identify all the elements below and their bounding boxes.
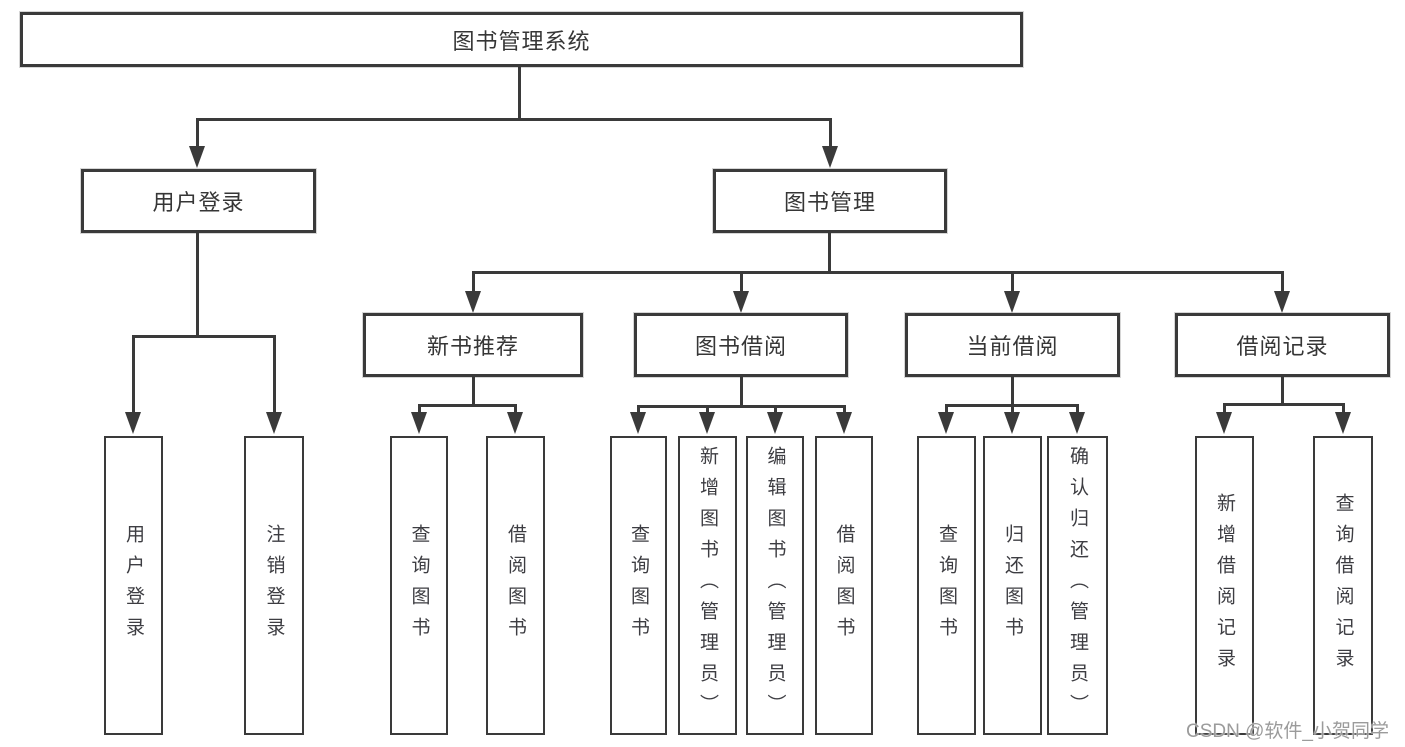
connector-stem-borrow-records bbox=[1281, 271, 1284, 293]
leaf-label: 确认归还（管理员） bbox=[1067, 446, 1088, 725]
leaf-logout: 注销登录 bbox=[244, 436, 304, 735]
arrow-down-icon bbox=[266, 412, 282, 434]
arrow-down-icon bbox=[1069, 412, 1085, 434]
connector-stem bbox=[1223, 403, 1226, 414]
connector-current-borrow-trunk bbox=[1011, 377, 1014, 404]
connector-stem bbox=[1342, 403, 1345, 414]
node-book-management: 图书管理 bbox=[713, 169, 947, 233]
connector-stem bbox=[514, 404, 517, 414]
arrow-down-icon bbox=[125, 412, 141, 434]
connector-stem-leaf-user-login bbox=[132, 335, 135, 414]
connector-stem bbox=[1076, 404, 1079, 414]
node-borrowing-records: 借阅记录 bbox=[1175, 313, 1390, 377]
connector-user-login-span bbox=[133, 335, 275, 338]
arrow-down-icon bbox=[1004, 291, 1020, 313]
leaf-label: 注销登录 bbox=[263, 523, 285, 648]
arrow-down-icon bbox=[189, 146, 205, 168]
leaf-label: 编辑图书（管理员） bbox=[764, 446, 786, 725]
leaf-confirm-return-admin: 确认归还（管理员） bbox=[1047, 436, 1108, 735]
connector-root-trunk bbox=[518, 67, 521, 118]
leaf-label: 查询借阅记录 bbox=[1332, 492, 1354, 679]
arrow-down-icon bbox=[1216, 412, 1232, 434]
connector-stem-new-book bbox=[472, 271, 475, 293]
connector-stem-book-management bbox=[829, 118, 832, 148]
leaf-label: 查询图书 bbox=[408, 523, 430, 648]
arrow-down-icon bbox=[699, 412, 715, 434]
connector-book-management-span bbox=[473, 271, 1283, 274]
node-new-book-recommendation: 新书推荐 bbox=[363, 313, 583, 377]
node-current-borrowing: 当前借阅 bbox=[905, 313, 1120, 377]
leaf-label: 归还图书 bbox=[1002, 523, 1023, 648]
leaf-user-login: 用户登录 bbox=[104, 436, 163, 735]
connector-stem bbox=[1011, 404, 1014, 414]
connector-stem bbox=[418, 404, 421, 414]
arrow-down-icon bbox=[733, 291, 749, 313]
arrow-down-icon bbox=[836, 412, 852, 434]
connector-stem bbox=[706, 405, 709, 414]
connector-new-book-span bbox=[419, 404, 516, 407]
csdn-watermark: CSDN @软件_小贺同学 bbox=[1186, 721, 1389, 742]
leaf-add-borrow-record: 新增借阅记录 bbox=[1195, 436, 1254, 735]
leaf-label: 查询图书 bbox=[628, 523, 649, 648]
leaf-label: 用户登录 bbox=[123, 523, 144, 648]
connector-book-borrow-trunk bbox=[740, 377, 743, 405]
connector-stem-leaf-logout bbox=[273, 335, 276, 414]
leaf-add-books-admin: 新增图书（管理员） bbox=[678, 436, 737, 735]
leaf-label: 查询图书 bbox=[936, 523, 957, 648]
connector-stem bbox=[774, 405, 777, 414]
arrow-down-icon bbox=[822, 146, 838, 168]
leaf-label: 借阅图书 bbox=[505, 523, 526, 648]
connector-new-book-trunk bbox=[472, 377, 475, 404]
leaf-query-books-borrow: 查询图书 bbox=[610, 436, 667, 735]
leaf-borrow-books: 借阅图书 bbox=[815, 436, 873, 735]
arrow-down-icon bbox=[465, 291, 481, 313]
leaf-return-books: 归还图书 bbox=[983, 436, 1042, 735]
leaf-label: 借阅图书 bbox=[833, 523, 855, 648]
connector-book-management-trunk bbox=[828, 233, 831, 271]
connector-root-span bbox=[197, 118, 831, 121]
connector-borrow-records-trunk bbox=[1281, 377, 1284, 403]
connector-stem bbox=[945, 404, 948, 414]
connector-user-login-trunk bbox=[196, 233, 199, 335]
leaf-label: 新增图书（管理员） bbox=[697, 446, 718, 725]
arrow-down-icon bbox=[767, 412, 783, 434]
leaf-borrow-books-recommend: 借阅图书 bbox=[486, 436, 545, 735]
leaf-edit-books-admin: 编辑图书（管理员） bbox=[746, 436, 804, 735]
leaf-query-books-current: 查询图书 bbox=[917, 436, 976, 735]
connector-stem-book-borrow bbox=[740, 271, 743, 293]
arrow-down-icon bbox=[630, 412, 646, 434]
connector-book-borrow-span bbox=[638, 405, 845, 408]
arrow-down-icon bbox=[1274, 291, 1290, 313]
connector-stem-current-borrow bbox=[1011, 271, 1014, 293]
arrow-down-icon bbox=[1004, 412, 1020, 434]
connector-stem-user-login bbox=[196, 118, 199, 148]
node-book-borrowing: 图书借阅 bbox=[634, 313, 848, 377]
leaf-query-borrow-record: 查询借阅记录 bbox=[1313, 436, 1373, 735]
connector-borrow-records-span bbox=[1224, 403, 1344, 406]
arrow-down-icon bbox=[411, 412, 427, 434]
arrow-down-icon bbox=[507, 412, 523, 434]
connector-stem bbox=[637, 405, 640, 414]
node-user-login: 用户登录 bbox=[81, 169, 316, 233]
connector-stem bbox=[843, 405, 846, 414]
arrow-down-icon bbox=[1335, 412, 1351, 434]
leaf-query-books-recommend: 查询图书 bbox=[390, 436, 448, 735]
arrow-down-icon bbox=[938, 412, 954, 434]
leaf-label: 新增借阅记录 bbox=[1214, 492, 1235, 679]
node-library-management-system: 图书管理系统 bbox=[20, 12, 1023, 67]
